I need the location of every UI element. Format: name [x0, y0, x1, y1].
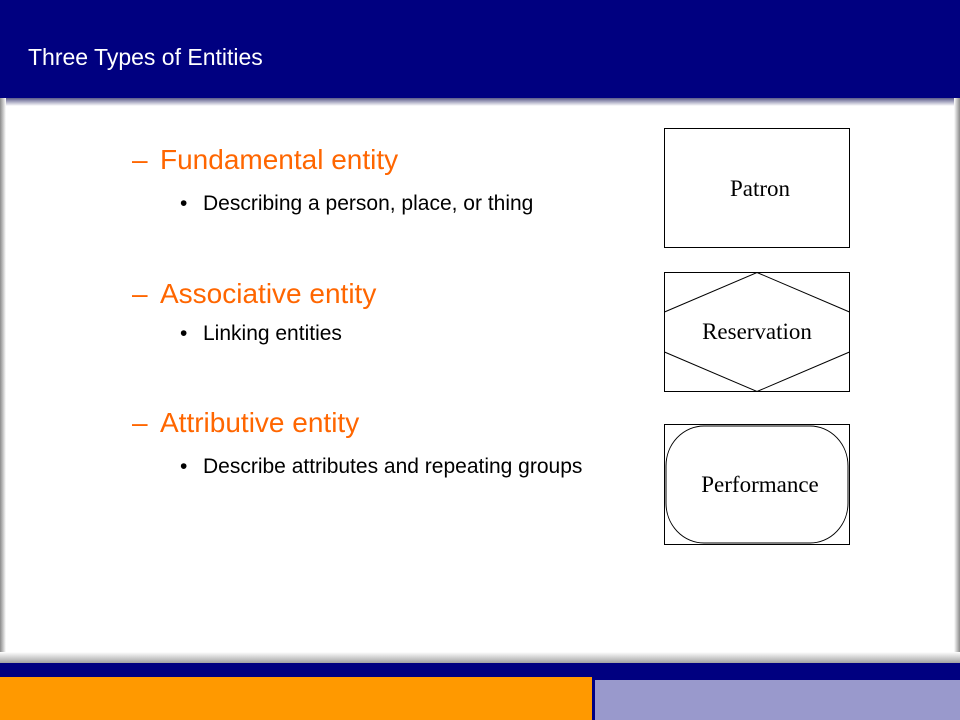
title-bar-shadow [0, 98, 960, 106]
performance-label: Performance [701, 472, 819, 497]
footer-lavender-band [592, 677, 960, 720]
dash-marker: – [132, 278, 148, 309]
bullet-marker: • [180, 455, 188, 478]
subitem-text: Describe attributes and repeating groups [203, 455, 583, 478]
reservation-diamond-bottom [664, 351, 850, 393]
subitem-fundamental-entity: • Describing a person, place, or thing [180, 191, 630, 216]
footer-navy-band [0, 663, 960, 677]
bullet-marker: • [180, 322, 188, 345]
footer-orange-band [0, 677, 592, 720]
heading-attributive-entity: –Attributive entity [132, 406, 359, 440]
reservation-label: Reservation [702, 319, 812, 344]
performance-rectangle [664, 424, 850, 545]
patron-rectangle [664, 128, 850, 248]
footer-lavender-border-top [592, 677, 960, 680]
bullet-marker: • [180, 192, 188, 215]
reservation-diamond-top [664, 271, 850, 313]
bottom-edge-shadow [0, 652, 960, 664]
right-edge-shadow [954, 98, 960, 664]
associative-entity-symbol: Reservation [664, 271, 850, 393]
reservation-rectangle [664, 272, 850, 392]
subitem-text: Describing a person, place, or thing [203, 192, 534, 215]
heading-associative-entity: –Associative entity [132, 277, 376, 311]
attributive-entity-symbol: Performance [664, 424, 850, 545]
subitem-associative-entity: • Linking entities [180, 321, 630, 346]
title-bar [0, 0, 960, 98]
dash-marker: – [132, 144, 148, 175]
left-edge-shadow [0, 98, 6, 664]
slide-title: Three Types of Entities [28, 44, 263, 70]
dash-marker: – [132, 407, 148, 438]
heading-text: Attributive entity [160, 407, 360, 438]
heading-text: Fundamental entity [160, 144, 399, 175]
footer-lavender-border-left [592, 677, 595, 720]
fundamental-entity-symbol: Patron [664, 128, 850, 248]
heading-text: Associative entity [160, 278, 377, 309]
performance-rounded-rectangle [665, 425, 849, 544]
subitem-attributive-entity: • Describe attributes and repeating grou… [180, 454, 620, 479]
heading-fundamental-entity: –Fundamental entity [132, 143, 398, 177]
subitem-text: Linking entities [203, 322, 342, 345]
patron-label: Patron [730, 176, 791, 201]
